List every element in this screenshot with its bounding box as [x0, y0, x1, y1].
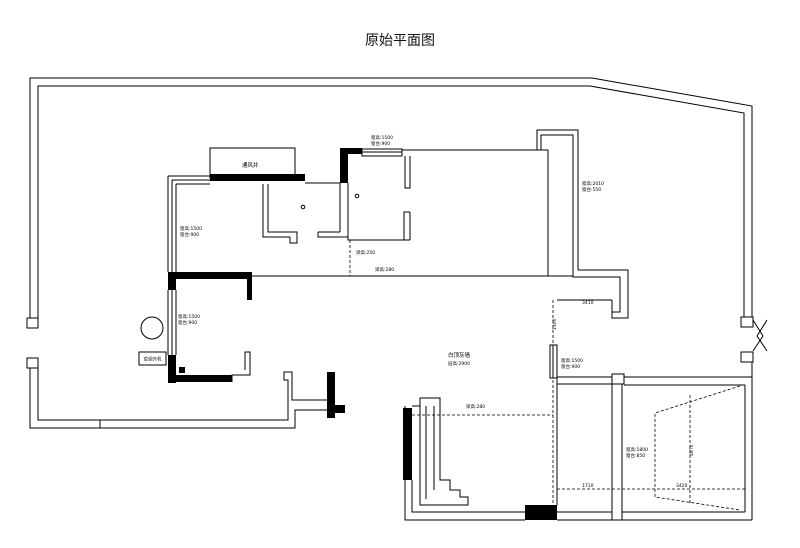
room-note: 白顶灰墙: [448, 351, 471, 359]
stair-outline: [412, 397, 469, 506]
window-label-sill: 窗台:900: [371, 140, 390, 147]
wall: [231, 351, 251, 382]
dimension-balcony-depth: 4870: [689, 444, 695, 456]
window-label-sill: 窗台:900: [178, 319, 197, 326]
ac-unit-label: 空调外机: [144, 356, 162, 363]
dimension-right-wall: 1300: [552, 318, 558, 330]
window-label-height: 窗高:1800: [626, 446, 648, 453]
wall-solid: [176, 375, 232, 382]
wall-solid: [403, 408, 412, 480]
bottom-wall-inner: [411, 480, 525, 513]
wall-solid: [168, 272, 176, 290]
ac-unit-symbol: [140, 316, 164, 340]
beam-label-middle: 梁高:280: [375, 266, 394, 273]
wall-solid: [210, 174, 305, 181]
column-marker: [611, 373, 625, 385]
window-label-height: 窗高:1500: [178, 313, 200, 320]
outer-wall-lower-left-inner: [37, 368, 327, 421]
wall-solid: [340, 148, 348, 183]
pipe-marker: [300, 204, 306, 210]
dimension-balcony-left: 1710: [582, 483, 594, 489]
dimension-bump-width: 3410: [582, 300, 594, 306]
wall-bump-inner: [572, 250, 621, 313]
pipe-marker: [354, 193, 360, 199]
window-label-height: 窗高:2010: [582, 180, 604, 187]
column-marker: [26, 317, 39, 329]
column-marker: [740, 316, 754, 328]
window-label-height: 窗高:1500: [371, 134, 393, 141]
wall: [317, 232, 410, 241]
wall: [262, 184, 290, 238]
column-marker: [740, 351, 754, 363]
door-leaf: [752, 319, 764, 352]
door-leaf: [756, 319, 768, 352]
outer-wall-lower-left-outer: [29, 368, 327, 429]
ceiling-height-label: 层高:2900: [448, 360, 470, 367]
window-label-sill: 窗台:900: [180, 231, 199, 238]
dimension-balcony-right: 3420: [676, 483, 688, 489]
wall-solid: [168, 355, 176, 383]
wall-solid: [335, 405, 345, 413]
vent-shaft: [209, 147, 296, 179]
wall-solid: [247, 279, 252, 300]
window-label-height: 窗高:1500: [180, 225, 202, 232]
wall-solid: [340, 148, 362, 154]
window-top-right-frame: [536, 129, 579, 270]
wall-solid: [525, 505, 557, 520]
ac-unit-label-box: [138, 351, 167, 366]
window-label-height: 窗高:1500: [561, 357, 583, 364]
wall-solid: [179, 367, 185, 373]
window-label-sill: 窗台:550: [582, 186, 601, 193]
outer-wall-outer-line: [29, 77, 753, 318]
wall: [267, 184, 298, 244]
column-marker: [26, 357, 39, 369]
balcony-outline: [654, 385, 741, 511]
wall-stub: [404, 156, 411, 189]
wall-stub: [403, 211, 410, 240]
bottom-wall-outer: [404, 406, 525, 521]
beam-label-lower: 梁高:280: [466, 403, 485, 410]
beam-label-upper: 梁高:250: [356, 249, 375, 256]
wall-solid: [327, 372, 335, 418]
plan-title: 原始平面图: [365, 33, 435, 49]
wall-solid: [168, 272, 252, 279]
window-label-sill: 窗台:850: [626, 452, 645, 459]
vent-shaft-label: 通风井: [242, 161, 259, 169]
window-label-sill: 窗台:900: [561, 363, 580, 370]
window-top-right-frame: [540, 134, 574, 250]
outer-wall-inner-line: [37, 85, 745, 318]
